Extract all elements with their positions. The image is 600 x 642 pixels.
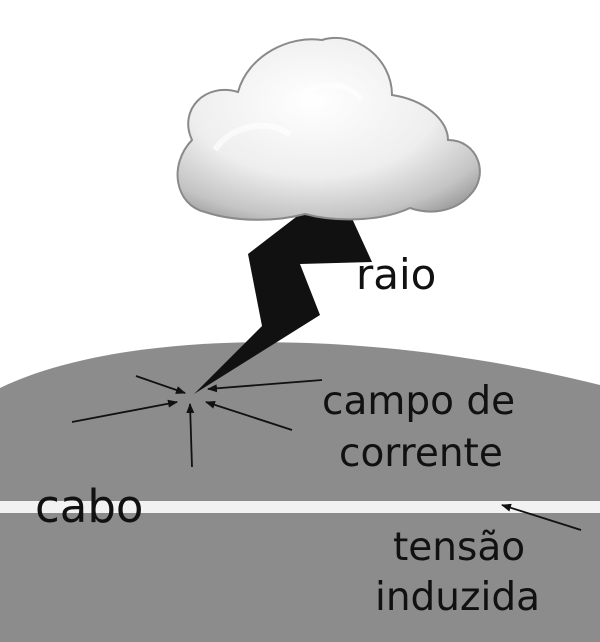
arrow-5 — [186, 403, 195, 468]
arrow-4 — [205, 400, 293, 431]
label-induced-voltage-1: tensão — [393, 525, 525, 570]
arrow-induced — [501, 503, 582, 531]
arrow-3 — [71, 399, 178, 423]
arrow-2 — [207, 379, 323, 393]
current-field-arrows — [71, 375, 582, 531]
cable-line — [0, 501, 600, 513]
ground — [0, 342, 600, 642]
arrow-1 — [135, 375, 186, 394]
label-cable: cabo — [35, 480, 143, 533]
lightning-bolt — [194, 214, 372, 394]
label-current-field-1: campo de — [322, 379, 515, 424]
cloud-icon — [176, 37, 481, 221]
label-current-field-2: corrente — [339, 431, 503, 476]
label-induced-voltage-2: induzida — [375, 575, 540, 620]
label-lightning: raio — [356, 250, 436, 299]
